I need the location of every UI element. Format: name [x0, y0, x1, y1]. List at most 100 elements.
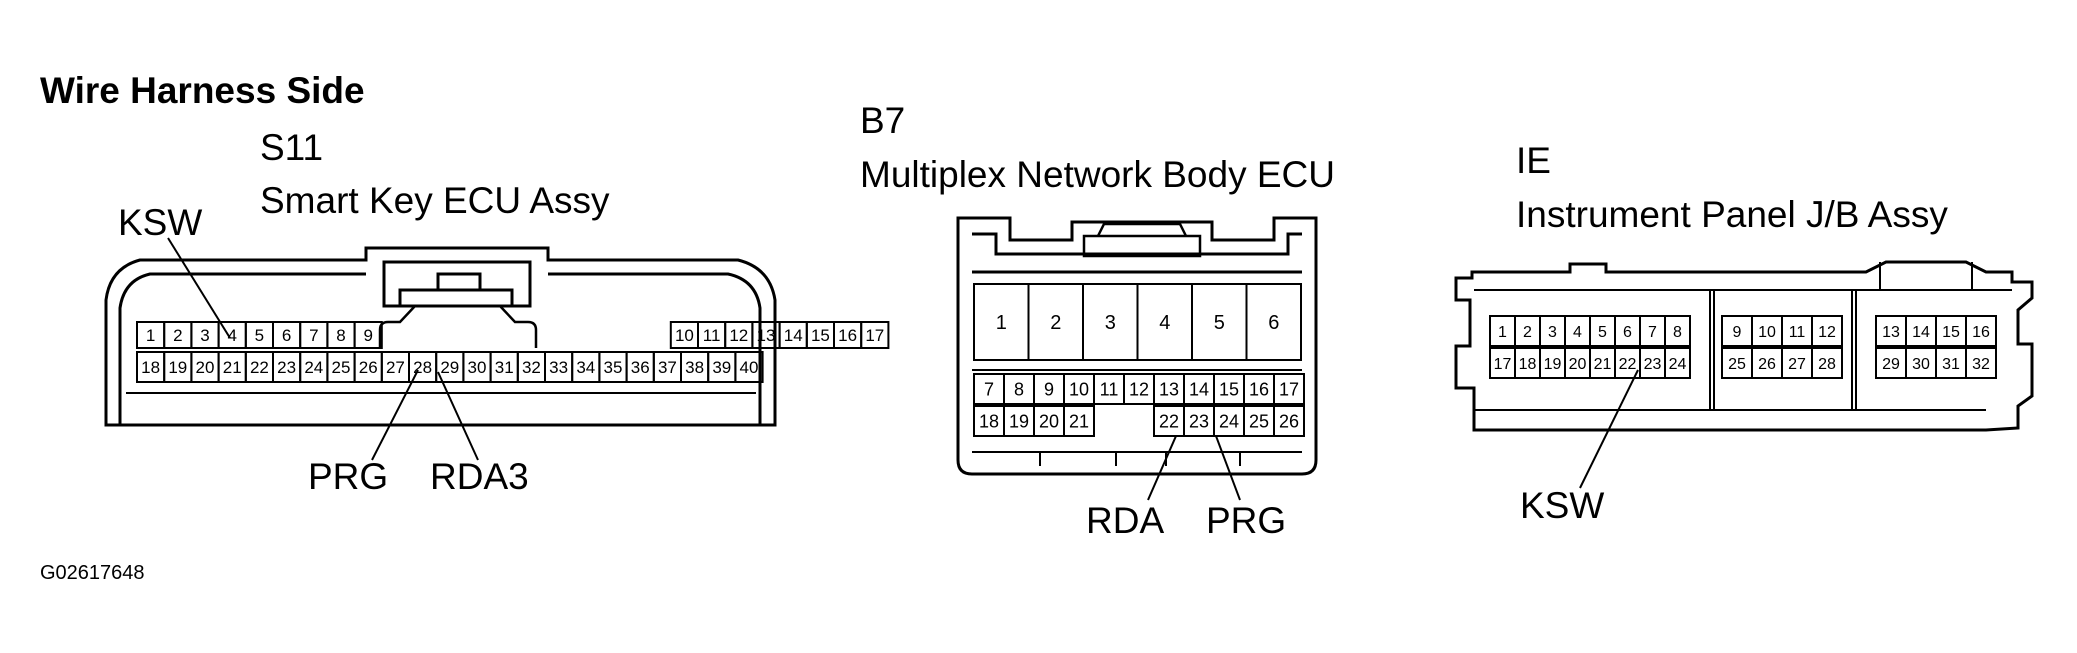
- s11-connector-code: S11: [260, 127, 324, 168]
- ie-pin-12-cell: [1811, 315, 1843, 347]
- s11-pin-7: 7: [309, 326, 318, 345]
- b7-pin-13: 13: [1159, 379, 1179, 399]
- b7-pin-6-cell: [1245, 283, 1302, 361]
- s11-callout-prg: PRG: [308, 456, 389, 497]
- ie-pin-32: 32: [1972, 356, 1990, 373]
- s11-pin-17: 17: [865, 326, 884, 345]
- b7-pin-21: 21: [1069, 411, 1089, 431]
- s11-pin-11: 11: [703, 326, 721, 345]
- ie-pin-15: 15: [1942, 324, 1960, 341]
- ie-pin-18: 18: [1519, 356, 1537, 373]
- s11-pin-34: 34: [576, 358, 595, 377]
- s11-pin-14: 14: [784, 326, 803, 345]
- ie-pin-24-cell: [1664, 347, 1691, 379]
- ie-pin-32-cell: [1965, 347, 1997, 379]
- b7-pin-26-cell: [1273, 405, 1305, 437]
- b7-pin-7: 7: [984, 379, 994, 399]
- ie-connector-name: Instrument Panel J/B Assy: [1516, 194, 1948, 235]
- s11-pin-21: 21: [223, 358, 242, 377]
- b7-pin-23: 23: [1189, 411, 1209, 431]
- s11-pin-2: 2: [173, 326, 182, 345]
- s11-pin-37: 37: [658, 358, 677, 377]
- s11-pin-17-cell: [860, 321, 890, 349]
- ie-pin-8: 8: [1673, 324, 1682, 341]
- b7-pin-15: 15: [1219, 379, 1239, 399]
- s11-pin-8: 8: [336, 326, 345, 345]
- ie-pin-3: 3: [1548, 324, 1557, 341]
- s11-pin-29: 29: [440, 358, 459, 377]
- b7-pin-21-cell: [1063, 405, 1095, 437]
- ie-pin-26: 26: [1758, 356, 1776, 373]
- ie-pin-10: 10: [1758, 324, 1776, 341]
- b7-pin-6: 6: [1268, 312, 1279, 334]
- diagram-heading: Wire Harness Side: [40, 70, 365, 111]
- s11-pin-40: 40: [740, 358, 759, 377]
- ie-pin-29: 29: [1882, 356, 1900, 373]
- b7-pin-17: 17: [1279, 379, 1299, 399]
- s11-pin-33: 33: [549, 358, 568, 377]
- b7-pin-2: 2: [1050, 312, 1061, 334]
- s11-pin-1: 1: [146, 326, 155, 345]
- ie-pin-30: 30: [1912, 356, 1930, 373]
- ie-pin-23: 23: [1644, 356, 1662, 373]
- b7-pin-26: 26: [1279, 411, 1299, 431]
- ie-pin-14: 14: [1912, 324, 1930, 341]
- ie-pin-1: 1: [1498, 324, 1507, 341]
- b7-connector-code: B7: [860, 100, 906, 141]
- s11-pin-16: 16: [838, 326, 857, 345]
- s11-pin-3: 3: [200, 326, 209, 345]
- s11-pin-19: 19: [168, 358, 187, 377]
- ie-connector-body: [1454, 260, 2034, 432]
- ie-pin-16-cell: [1965, 315, 1997, 347]
- s11-pin-36: 36: [631, 358, 650, 377]
- b7-pin-17-cell: [1273, 373, 1305, 405]
- b7-pin-1: 1: [996, 312, 1007, 334]
- b7-callout-prg: PRG: [1206, 500, 1287, 541]
- b7-pin-20: 20: [1039, 411, 1059, 431]
- ie-pin-11: 11: [1789, 324, 1806, 341]
- s11-pin-18: 18: [141, 358, 160, 377]
- ie-pin-7: 7: [1648, 324, 1657, 341]
- b7-pin-12: 12: [1129, 379, 1149, 399]
- s11-pin-25: 25: [332, 358, 351, 377]
- ie-pin-25: 25: [1728, 356, 1746, 373]
- b7-pin-24: 24: [1219, 411, 1239, 431]
- ie-pin-12: 12: [1818, 324, 1836, 341]
- b7-pin-4: 4: [1159, 312, 1170, 334]
- figure-id: G02617648: [40, 562, 145, 584]
- s11-pin-26: 26: [359, 358, 378, 377]
- ie-pin-6: 6: [1623, 324, 1632, 341]
- b7-pin-14: 14: [1189, 379, 1209, 399]
- b7-pin-8: 8: [1014, 379, 1024, 399]
- b7-pin-3: 3: [1105, 312, 1116, 334]
- ie-pin-13: 13: [1882, 324, 1900, 341]
- s11-pin-24: 24: [304, 358, 323, 377]
- b7-callout-lines: [1147, 435, 1241, 501]
- ie-pin-4: 4: [1573, 324, 1582, 341]
- s11-pin-39: 39: [712, 358, 731, 377]
- b7-pin-25: 25: [1249, 411, 1269, 431]
- ie-pin-9: 9: [1733, 324, 1742, 341]
- s11-connector-body: [104, 246, 777, 427]
- b7-connector-name: Multiplex Network Body ECU: [860, 154, 1335, 195]
- b7-pin-10: 10: [1069, 379, 1089, 399]
- ie-pin-16: 16: [1972, 324, 1990, 341]
- s11-pin-6: 6: [282, 326, 291, 345]
- ie-pin-17: 17: [1494, 356, 1512, 373]
- s11-pin-35: 35: [604, 358, 623, 377]
- s11-pin-23: 23: [277, 358, 296, 377]
- ie-callout-lines: [1579, 369, 1639, 489]
- s11-pin-30: 30: [468, 358, 487, 377]
- ie-pin-22: 22: [1619, 356, 1637, 373]
- b7-pin-16: 16: [1249, 379, 1269, 399]
- s11-pin-22: 22: [250, 358, 269, 377]
- s11-connector-name: Smart Key ECU Assy: [260, 180, 610, 221]
- s11-callout-lines: [167, 237, 479, 461]
- ie-pin-24: 24: [1669, 356, 1687, 373]
- s11-pin-32: 32: [522, 358, 541, 377]
- s11-pin-15: 15: [811, 326, 830, 345]
- b7-pin-19: 19: [1009, 411, 1029, 431]
